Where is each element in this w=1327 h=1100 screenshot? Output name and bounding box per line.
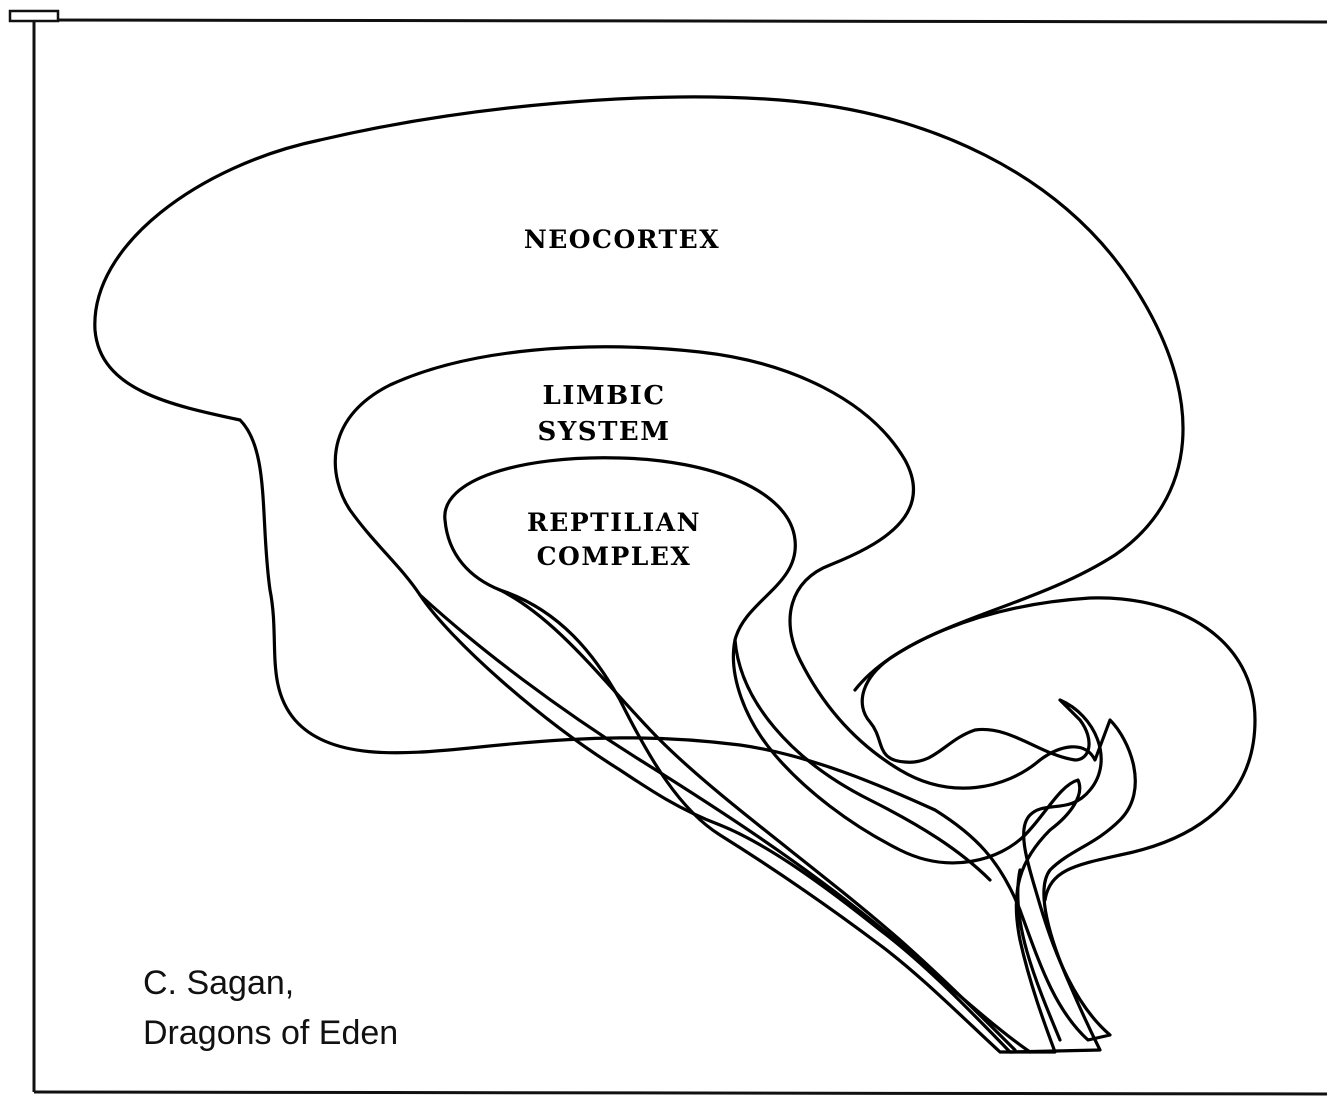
limbic-label-line1: LIMBIC [542,381,665,411]
reptilian-label-line1: REPTILIAN [527,508,701,537]
caption-book-title: Dragons of Eden [143,1008,398,1058]
brainstem-tracts [420,590,1060,1052]
citation-caption: C. Sagan, Dragons of Eden [143,958,398,1058]
limbic-system-region [335,347,1135,1052]
reptilian-label-line2: COMPLEX [537,542,692,571]
cerebellum-lobe [855,598,1255,900]
corner-tab [10,11,58,21]
caption-author: C. Sagan, [143,958,398,1008]
limbic-label-line2: SYSTEM [537,417,670,447]
neocortex-label: NEOCORTEX [524,225,720,254]
